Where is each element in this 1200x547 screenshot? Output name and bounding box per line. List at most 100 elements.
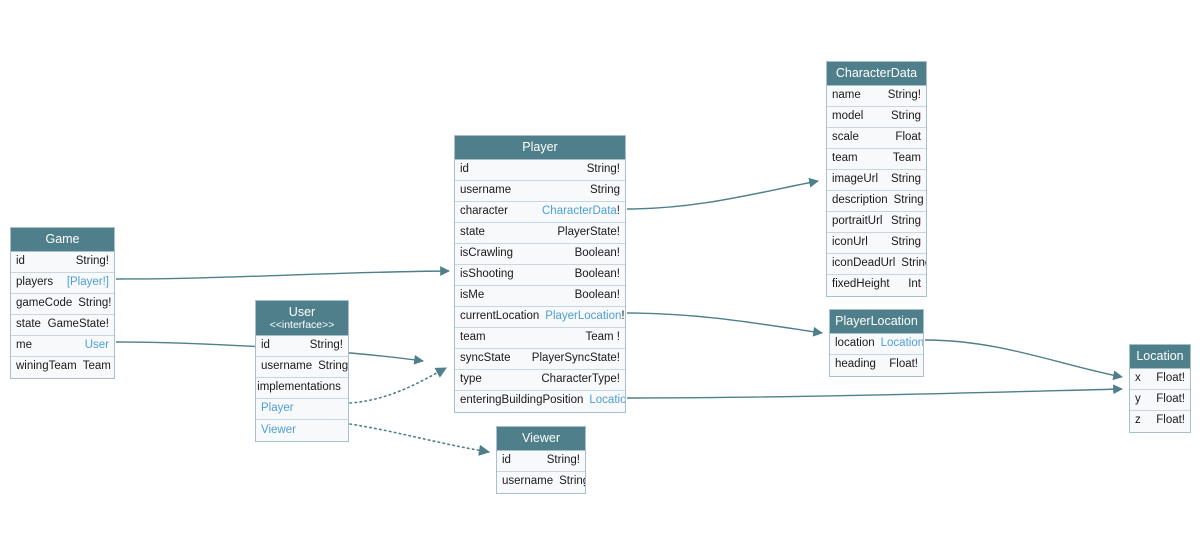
- field-row[interactable]: team Team !: [455, 327, 625, 349]
- field-type-text: String: [890, 235, 921, 248]
- field-type: String!: [310, 340, 343, 352]
- edge-player-enteringBuildingPosition-to-location: [626, 384, 1123, 399]
- field-name: y: [1135, 392, 1141, 405]
- field-row[interactable]: scale Float: [827, 127, 926, 149]
- field-type: Team: [83, 361, 111, 373]
- field-row[interactable]: enteringBuildingPosition Location: [455, 390, 625, 412]
- field-name: username: [261, 360, 313, 373]
- field-name: winingTeam: [16, 360, 77, 373]
- field-row[interactable]: players[Player!]: [11, 272, 114, 294]
- field-row[interactable]: winingTeam Team: [11, 356, 114, 378]
- field-type-text: String: [890, 172, 921, 185]
- field-type-text: Boolean!: [574, 288, 620, 301]
- field-type-text: String: [893, 193, 924, 206]
- field-row[interactable]: portraitUrl String: [827, 211, 926, 233]
- field-name: Viewer: [261, 423, 296, 436]
- field-type: PlayerLocation!: [545, 309, 624, 323]
- field-type: PlayerState!: [557, 226, 620, 239]
- field-type-text: Boolean!: [574, 267, 620, 280]
- edge-player-character-to-characterdata: [626, 177, 819, 210]
- field-type-text: Location: [589, 394, 625, 407]
- field-name: team: [460, 330, 486, 343]
- field-type: Float: [895, 131, 921, 144]
- field-type: String!: [547, 454, 580, 467]
- field-row[interactable]: team Team: [827, 148, 926, 170]
- field-type: Float!: [1156, 393, 1185, 406]
- field-type-text: String: [890, 214, 921, 227]
- field-name: team: [832, 151, 858, 164]
- field-row[interactable]: type CharacterType!: [455, 369, 625, 391]
- field-row[interactable]: fixedHeight Int: [827, 274, 926, 296]
- entity-header-game: Game: [11, 228, 114, 252]
- field-name: fixedHeight: [832, 278, 890, 291]
- field-name: enteringBuildingPosition: [460, 394, 584, 407]
- edge-playerlocation-location-to-location: [924, 339, 1123, 381]
- field-row[interactable]: gameCode String!: [11, 293, 114, 315]
- field-type: Team !: [585, 331, 620, 344]
- field-type: Team: [893, 152, 921, 165]
- field-row[interactable]: name String!: [827, 85, 926, 107]
- field-row[interactable]: implementations: [256, 378, 348, 399]
- field-type: Int: [908, 279, 921, 291]
- field-type-text: CharacterType!: [541, 372, 620, 385]
- field-name: syncState: [460, 351, 511, 364]
- field-row[interactable]: iconDeadUrlString: [827, 253, 926, 275]
- field-type-text: GameState!: [47, 317, 109, 330]
- field-row[interactable]: Player: [256, 399, 348, 420]
- field-name: z: [1135, 414, 1141, 427]
- field-row[interactable]: Viewer: [256, 420, 348, 441]
- field-row[interactable]: y Float!: [1130, 389, 1190, 411]
- field-type: String!: [78, 297, 111, 310]
- field-name: portraitUrl: [832, 214, 883, 227]
- field-type-text: String: [559, 475, 585, 488]
- field-type: String: [893, 193, 924, 207]
- field-type: CharacterData!: [542, 205, 620, 218]
- field-type: String!: [888, 89, 921, 102]
- field-type: Location!: [881, 337, 923, 350]
- field-type-text: PlayerLocation: [545, 309, 622, 322]
- field-name: type: [460, 372, 482, 385]
- entity-title: PlayerLocation: [835, 314, 918, 328]
- entity-title: Location: [1136, 349, 1184, 363]
- field-name: name: [832, 88, 861, 101]
- field-name: scale: [832, 130, 859, 143]
- edge-game-players-to-player: [115, 266, 450, 280]
- field-name: username: [502, 475, 554, 488]
- field-type-text: Team: [82, 360, 111, 373]
- entity-title: User: [288, 305, 316, 319]
- field-name: gameCode: [16, 296, 73, 309]
- field-row[interactable]: username String: [497, 471, 585, 493]
- field-type: Float!: [889, 359, 918, 371]
